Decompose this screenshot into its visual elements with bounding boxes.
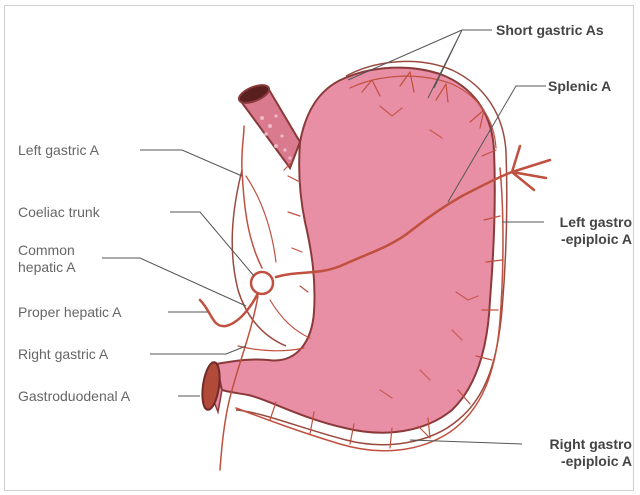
label-short-gastric: Short gastric As (496, 22, 604, 39)
leader-coeliac (170, 212, 254, 276)
label-left-gastro-epiploic: Left gastro -epiploic A (536, 214, 632, 248)
label-left-gastric: Left gastric A (18, 142, 99, 159)
leader-right-gastric (150, 346, 246, 354)
label-right-gastro-epiploic-line1: Right gastro (520, 436, 632, 453)
splenic-branches (512, 146, 550, 190)
left-gastric-artery (242, 126, 262, 268)
label-right-gastro-epiploic-line2: -epiploic A (520, 453, 632, 470)
label-common-hepatic: Common hepatic A (18, 242, 76, 276)
label-left-gastro-epiploic-line2: -epiploic A (536, 231, 632, 248)
coeliac-trunk-ring (251, 272, 273, 294)
label-right-gastric: Right gastric A (18, 346, 108, 363)
label-right-gastro-epiploic: Right gastro -epiploic A (520, 436, 632, 470)
leader-left-gastric (140, 150, 242, 176)
right-gastric-artery (238, 346, 304, 351)
leader-common-hepatic (102, 258, 246, 306)
lesser-curvature-outline (232, 170, 286, 346)
label-common-hepatic-line1: Common (18, 242, 76, 259)
label-coeliac-trunk: Coeliac trunk (18, 204, 100, 221)
label-left-gastro-epiploic-line1: Left gastro (536, 214, 632, 231)
label-proper-hepatic: Proper hepatic A (18, 304, 122, 321)
label-gastroduodenal: Gastroduodenal A (18, 388, 130, 405)
label-common-hepatic-line2: hepatic A (18, 259, 76, 276)
duodenum (200, 361, 223, 412)
label-splenic: Splenic A (548, 78, 611, 95)
esophagus (237, 82, 300, 168)
